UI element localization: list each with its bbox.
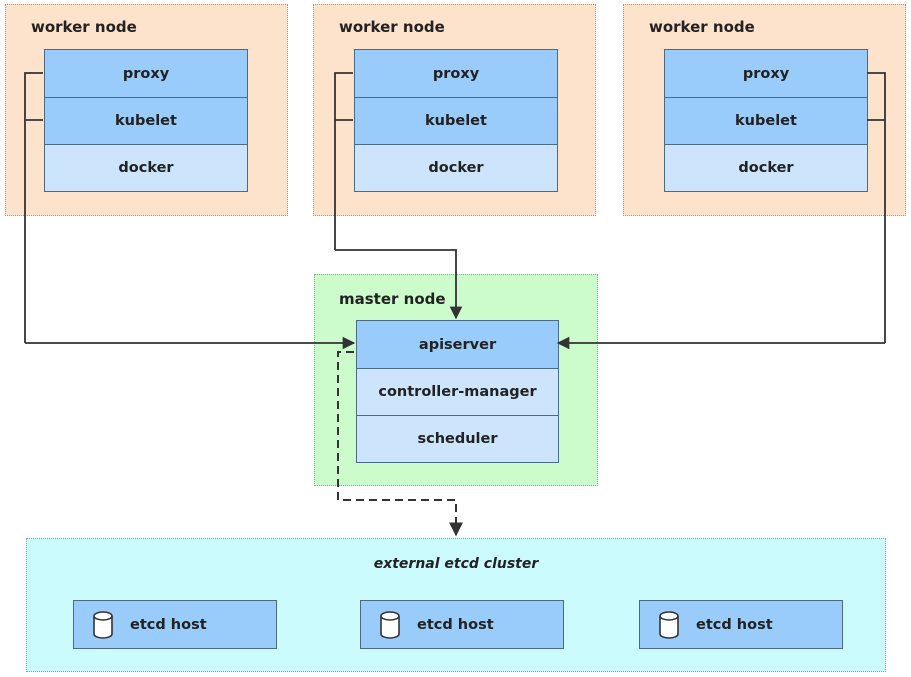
- worker-node-title: worker node: [31, 18, 137, 36]
- worker3-proxy-connector: [867, 72, 886, 343]
- proxy-component: proxy: [355, 50, 557, 97]
- worker-node-3: worker node proxy kubelet docker: [623, 4, 906, 216]
- apiserver-component: apiserver: [357, 321, 558, 368]
- worker-component-stack: proxy kubelet docker: [354, 49, 558, 192]
- etcd-cluster-title: external etcd cluster: [373, 556, 539, 572]
- etcd-host-label: etcd host: [130, 616, 207, 633]
- kubelet-component: kubelet: [355, 97, 557, 144]
- worker2-to-apiserver-arrow: [335, 249, 463, 320]
- etcd-host-label: etcd host: [696, 616, 773, 633]
- controller-manager-component: controller-manager: [357, 368, 558, 415]
- database-icon: [380, 610, 400, 639]
- master-node: master node apiserver controller-manager…: [314, 274, 598, 486]
- worker-node-title: worker node: [339, 18, 445, 36]
- proxy-component: proxy: [45, 50, 247, 97]
- etcd-host-3: etcd host: [639, 600, 843, 649]
- etcd-host-1: etcd host: [73, 600, 277, 649]
- worker-node-1: worker node proxy kubelet docker: [5, 4, 288, 216]
- worker-node-2: worker node proxy kubelet docker: [313, 4, 596, 216]
- docker-component: docker: [355, 144, 557, 191]
- docker-component: docker: [665, 144, 867, 191]
- docker-component: docker: [45, 144, 247, 191]
- master-component-stack: apiserver controller-manager scheduler: [356, 320, 559, 463]
- proxy-component: proxy: [665, 50, 867, 97]
- kubelet-component: kubelet: [45, 97, 247, 144]
- worker1-proxy-connector: [24, 72, 43, 343]
- database-icon: [93, 610, 113, 639]
- apiserver-to-etcd-arrow: [337, 351, 463, 537]
- master-node-title: master node: [339, 290, 446, 308]
- worker-component-stack: proxy kubelet docker: [44, 49, 248, 192]
- worker2-proxy-connector: [334, 72, 353, 250]
- kubelet-component: kubelet: [665, 97, 867, 144]
- etcd-host-label: etcd host: [417, 616, 494, 633]
- etcd-cluster: external etcd cluster etcd host etcd hos…: [26, 538, 886, 672]
- scheduler-component: scheduler: [357, 415, 558, 462]
- worker-node-title: worker node: [649, 18, 755, 36]
- database-icon: [659, 610, 679, 639]
- etcd-host-2: etcd host: [360, 600, 564, 649]
